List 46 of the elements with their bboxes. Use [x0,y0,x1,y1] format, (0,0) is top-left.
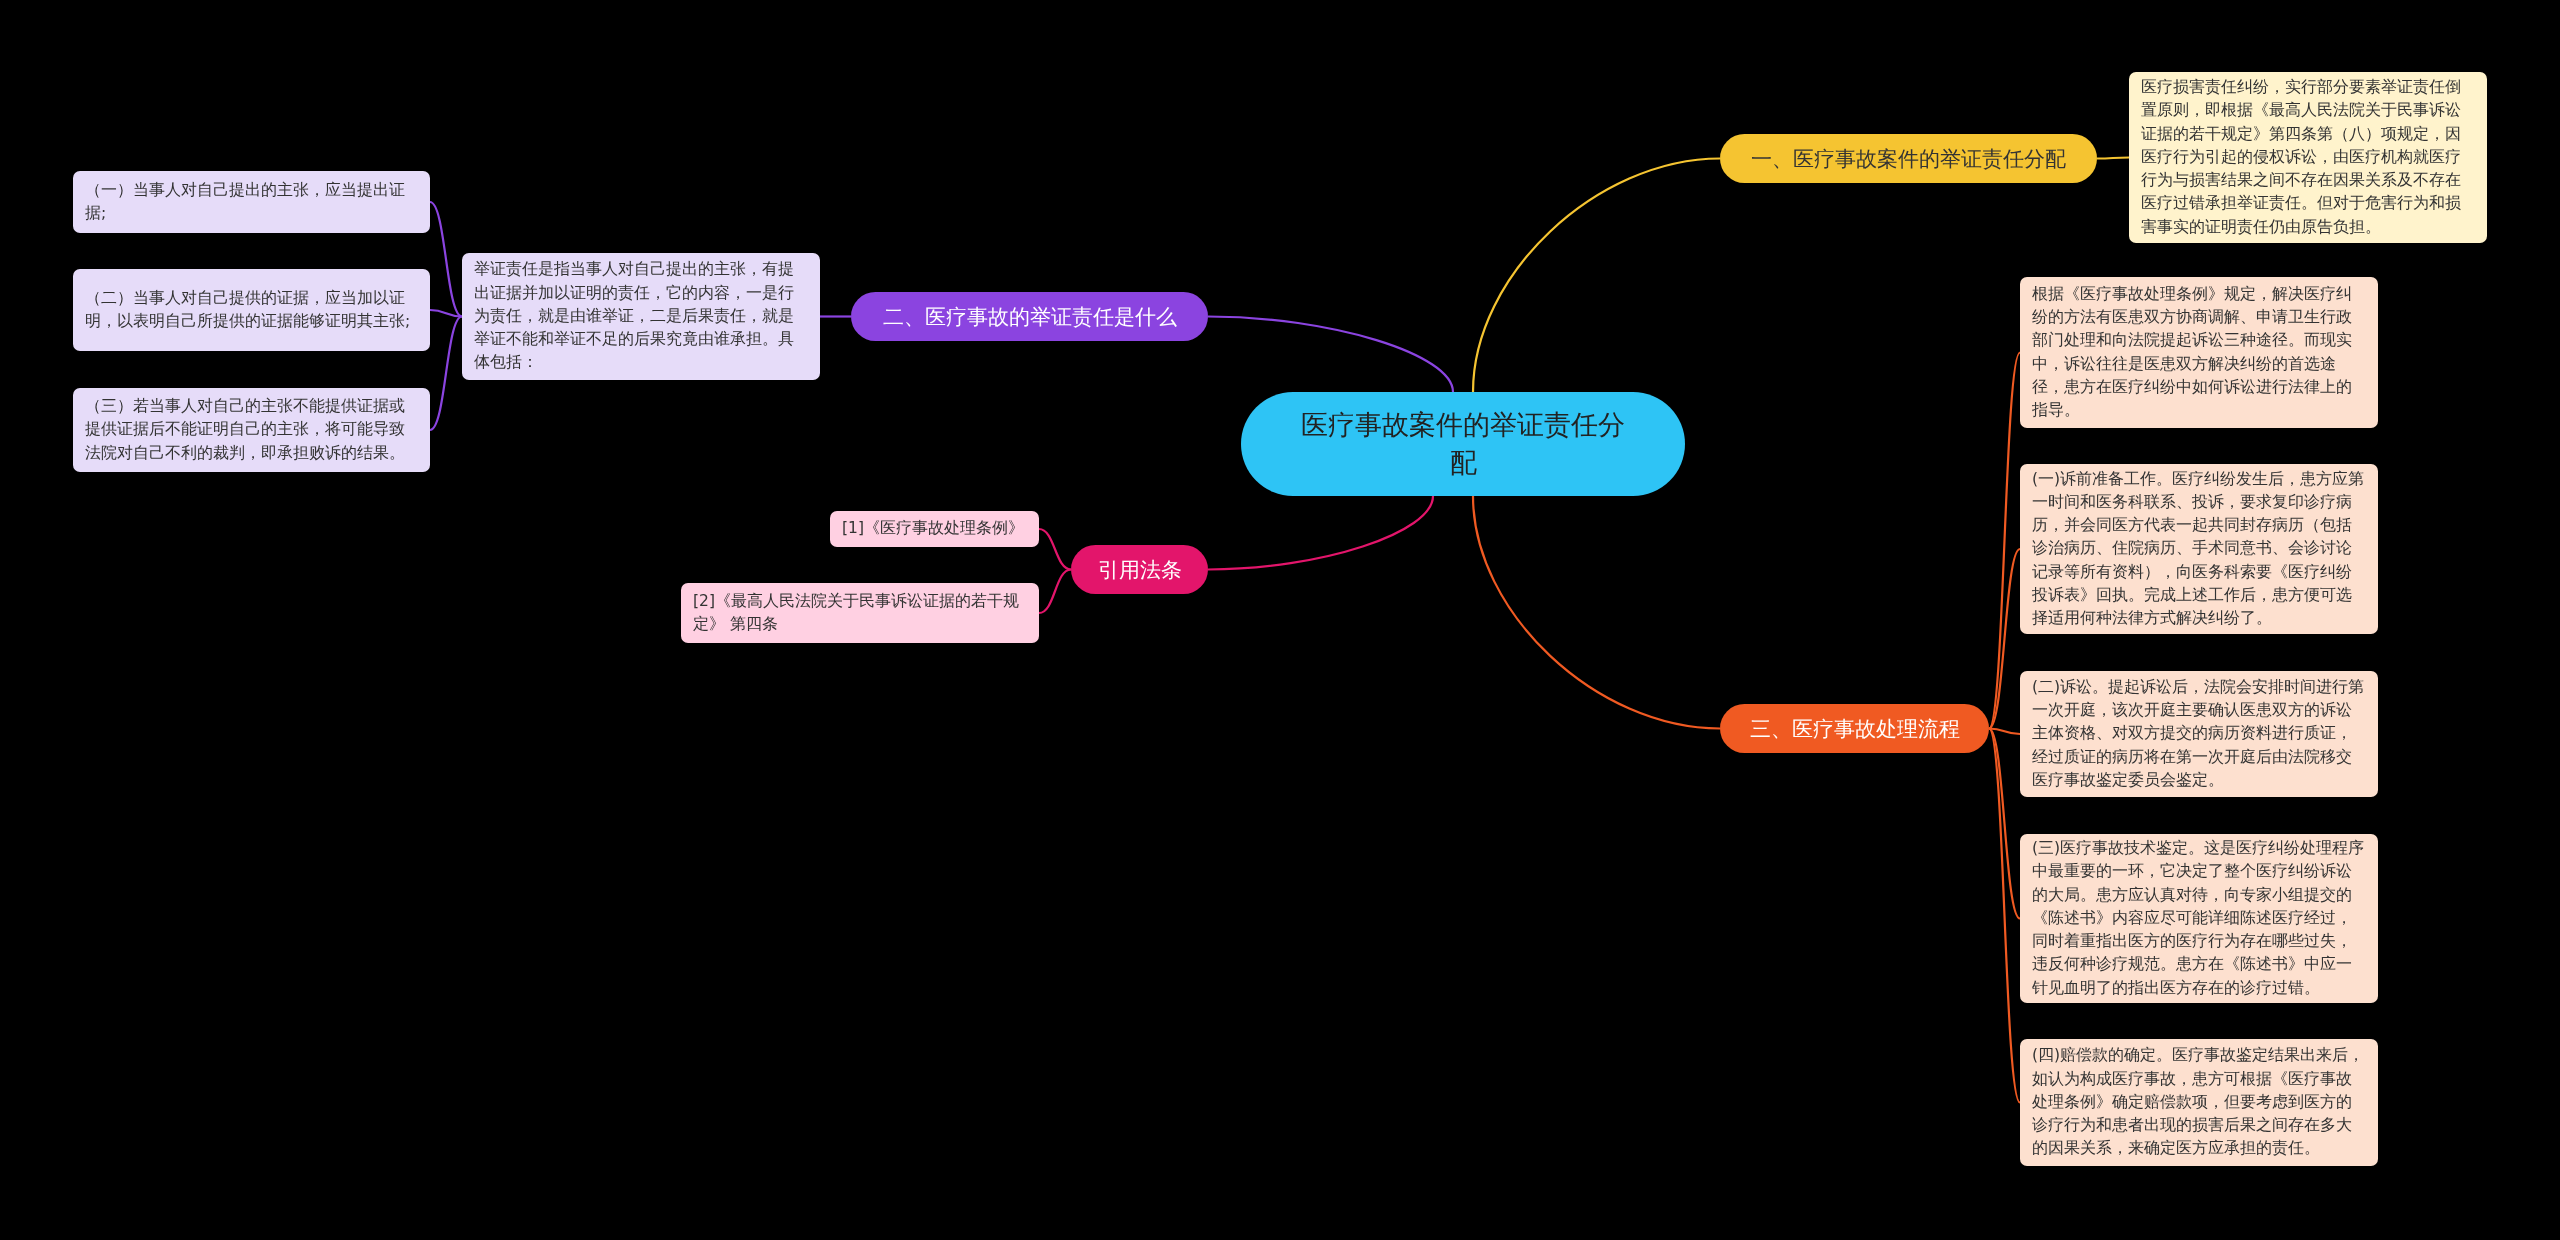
connector [1038,568,1072,615]
note-card [73,171,430,233]
note-card [73,388,430,472]
note-text: (四)赔偿款的确定。医疗事故鉴定结果出来后，如认为构成医疗事故，患方可根据《医疗事故处理条例》确定赔偿款项，但要考虑到医方的诊疗行为和患者出现的损害后果之间存在多大的因果关系，来确定医方应承担的责任。 [2032,1045,2366,1160]
note-text: （三）若当事人对自己的主张不能提供证据或提供证据后不能证明自己的主张，将可能导致法院对自己不利的裁判，即承担败诉的结果。 [85,396,406,464]
note-card [2020,1039,2378,1166]
connector [1988,727,2021,920]
note-text: （一）当事人对自己提出的主张，应当提出证据; [85,179,406,224]
note-card [462,253,820,380]
branch-title: 引用法条 [1097,556,1182,584]
connector [429,201,463,318]
note-text: 根据《医疗事故处理条例》规定，解决医疗纠纷的方法有医患双方协商调解、申请卫生行政部门处理和向法院提起诉讼三种途径。而现实中，诉讼往往是医患双方解决纠纷的首选途径，患方在医疗纠纷中如何诉讼进行法律上的指导。 [2032,283,2353,421]
connector [1988,727,2021,736]
note-text: 举证责任是指当事人对自己提出的主张，有提出证据并加以证明的责任，它的内容，一是行为责任，就是由谁举证，二是后果责任，就是举证不能和举证不足的后果究竟由谁承担。具体包括： [474,259,795,374]
connector [429,308,463,318]
note-text: （二）当事人对自己提供的证据，应当加以证明，以表明自己所提供的证据能够证明其主张; [85,287,412,332]
note-text: [1]《医疗事故处理条例》 [842,518,1024,540]
branch-title: 三、医疗事故处理流程 [1749,715,1960,743]
note-card [2020,277,2378,428]
connector [1988,728,2021,1103]
note-card [2129,72,2487,243]
note-card [73,269,430,351]
branch-topic [1720,134,2097,183]
note-text: (三)医疗事故技术鉴定。这是医疗纠纷处理程序中最重要的一环，它决定了整个医疗纠纷诉讼的大局。患方应认真对待，向专家小组提交的《陈述书》内容应尽可能详细陈述医疗经过，同时着重指出医方的医疗行为存在哪些过失，违反何种诊疗规范。患方在《陈述书》中应一针见血明了的指出医方存在的诊疗过错。 [2032,838,2366,999]
topic-title: 医疗事故案件的举证责任分配 [1300,408,1626,480]
note-card [830,511,1039,547]
connector [429,315,463,431]
branch-topic [1071,545,1208,594]
note-text: (二)诉讼。提起诉讼后，法院会安排时间进行第一次开庭，该次开庭主要确认医患双方的诉讼主体资格、对双方提交的病历资料进行质证，经过质证的病历将在第一次开庭后由法院移交医疗事故鉴定委员会鉴定。 [2032,676,2366,791]
note-card [681,583,1039,643]
branch-topic [1720,704,1989,753]
connector [1038,527,1072,571]
connector [1988,548,2021,730]
connector [1471,157,1721,393]
note-text: 医疗损害责任纠纷，实行部分要素举证责任倒置原则，即根据《最高人民法院关于民事诉讼证据的若干规定》第四条第（八）项规定，因医疗行为引起的侵权诉讼，由医疗机构就医疗行为与损害结果之间不存在因果关系及不存在医疗过错承担举证责任。但对于危害行为和损害事实的证明责任仍由原告负担。 [2141,77,2462,238]
branch-topic [851,292,1208,341]
connector [1471,495,1721,730]
note-text: [2]《最高人民法院关于民事诉讼证据的若干规定》 第四条 [693,590,1020,635]
connector [1207,315,1455,393]
note-text: (一)诉前准备工作。医疗纠纷发生后，患方应第一时间和医务科联系、投诉，要求复印诊疗病历，并会同医方代表一起共同封存病历（包括诊治病历、住院病历、手术同意书、会诊讨论记录等所有资料），向医务科索要《医疗纠纷投诉表》回执。完成上述工作后，患方便可选择适用何种法律方式解决纠纷了。 [2032,468,2366,630]
connector [820,315,851,318]
connector [1207,495,1435,571]
branch-title: 一、医疗事故案件的举证责任分配 [1751,145,2066,173]
connector [2097,156,2129,160]
connector [1988,352,2021,729]
branch-title: 二、医疗事故的举证责任是什么 [882,303,1177,331]
